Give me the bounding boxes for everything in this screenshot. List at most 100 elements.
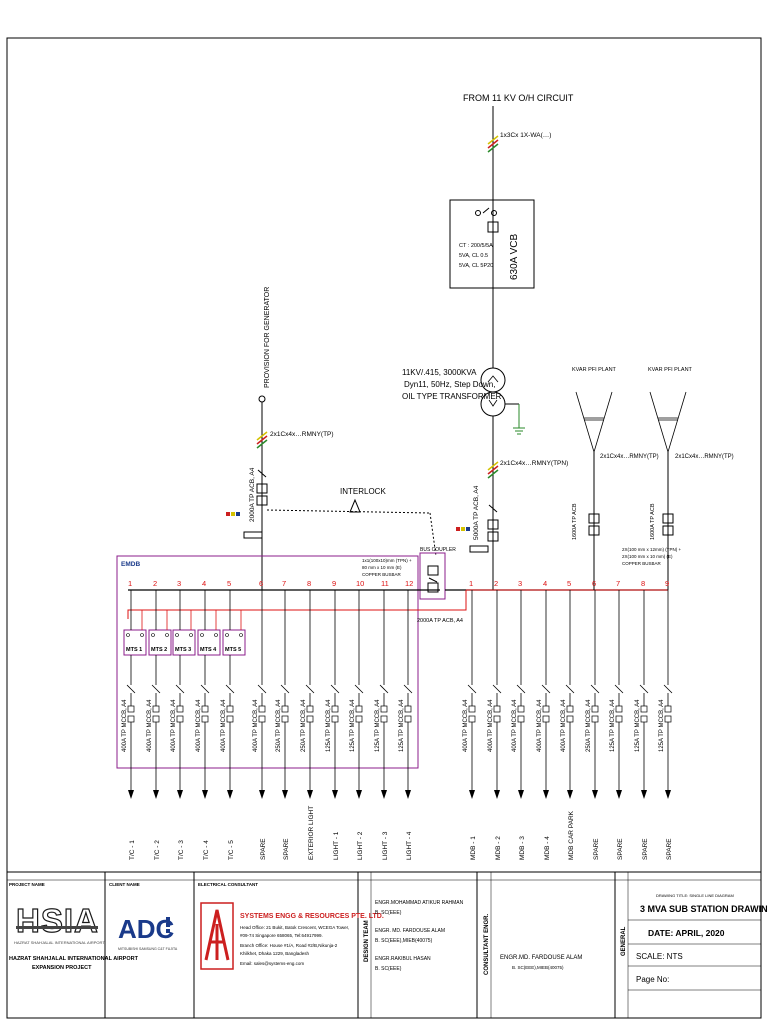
gen-acb-icon — [226, 469, 268, 539]
mccb-switch-icon — [663, 684, 673, 723]
outgoing-arrow-icon — [282, 790, 288, 799]
outgoing-arrow-icon — [543, 790, 549, 799]
consultant-address-2: #09-74 Singapore 658065, Tel:64917999. — [240, 933, 323, 938]
pfi-plant-2: KVAR PFI PLANT 2x1Cx4x…RMNY(TP) 1600A TP… — [648, 367, 734, 590]
right-bus-number: 5 — [567, 579, 571, 588]
busbar-note-left-1: 1x1(100x10)mm (TPN) + — [362, 558, 412, 563]
pfi-plant-1-label: KVAR PFI PLANT — [572, 367, 617, 373]
incoming-cable-mark-icon — [487, 135, 499, 153]
mccb-switch-icon — [305, 684, 315, 723]
mccb-switch-icon — [151, 684, 161, 723]
scale-label: SCALE: NTS — [636, 952, 683, 961]
interlock-label: INTERLOCK — [340, 487, 386, 496]
design-member-1-name: ENGR.MOHAMMAD ATIKUR RAHMAN — [375, 900, 464, 906]
design-member-1-degree: B. SC(EEE) — [375, 910, 402, 916]
mccb-switch-icon — [516, 684, 526, 723]
project-name-label: PROJECT NAME — [9, 882, 45, 887]
left-red-busbar — [127, 590, 467, 619]
vcb-label: 630A VCB — [509, 234, 520, 280]
mccb-switch-icon — [225, 684, 235, 723]
trafo-cable-mark-icon — [487, 461, 499, 479]
outgoing-arrow-icon — [356, 790, 362, 799]
mccb-switch-icon — [175, 684, 185, 723]
left-feeder-load: SPARE — [260, 838, 267, 860]
capacitor-bank-1-icon — [575, 391, 613, 454]
outgoing-arrow-icon — [332, 790, 338, 799]
left-feeder-breaker: 400A TP MCCB, A4 — [221, 699, 227, 752]
mccb-switch-icon — [354, 684, 364, 723]
left-bus-number: 6 — [259, 579, 263, 588]
mts-box-1: MTS 1 — [123, 610, 147, 656]
left-feeder-breaker: 125A TP MCCB, A4 — [399, 699, 405, 752]
consultant-address-5: Email: sales@systems-eng.com — [240, 961, 304, 966]
right-feeder-breaker: 400A TP MCCB, A4 — [537, 699, 543, 752]
left-feeder-breaker: 250A TP MCCB, A4 — [276, 699, 282, 752]
design-member-2-name: ENGR. MD. FARDOUSE ALAM — [375, 928, 445, 934]
project-logo: HSIA — [16, 902, 99, 939]
emdb-label: EMDB — [121, 561, 140, 568]
transformer-spec-1: 11KV/.415, 3000KVA — [402, 368, 477, 377]
mccb-switch-icon — [403, 684, 413, 723]
left-feeder-load: T/C - 5 — [228, 840, 235, 860]
right-feeder-breaker: 400A TP MCCB, A4 — [561, 699, 567, 752]
mts-label: MTS 4 — [200, 647, 217, 653]
right-bus-number: 6 — [592, 579, 596, 588]
mts-label: MTS 3 — [175, 647, 191, 653]
left-bus-number: 1 — [128, 579, 132, 588]
title-block — [6, 871, 762, 1019]
consultant-address-3: Branch Office: House #1/A, Road #2/B,Nik… — [240, 943, 338, 948]
earth-icon — [505, 403, 525, 435]
design-member-2-degree: B. SC(EEE),MIEB(40075) — [375, 938, 433, 944]
left-feeder-breaker: 125A TP MCCB, A4 — [375, 699, 381, 752]
mts-box-2: MTS 2 — [148, 610, 172, 656]
left-feeder-load: T/C - 3 — [178, 840, 185, 860]
consultant-engr-degree: B. SC(EEE),MIEB(40075) — [512, 965, 564, 970]
left-bus-number: 9 — [332, 579, 336, 588]
pfi-plant-2-breaker: 1600A TP ACB — [650, 503, 656, 540]
bus-coupler-label: BUS COUPLER — [420, 547, 456, 553]
pfi-plant-1: KVAR PFI PLANT 2x1Cx4x…RMNY(TP) 1600A TP… — [572, 367, 659, 590]
client-logo-sub: MITSUBISHI SAMSUNG C&T FUJITA — [118, 947, 178, 951]
left-feeder-load: T/C - 4 — [203, 840, 210, 860]
project-name-line-2: EXPANSION PROJECT — [32, 965, 92, 971]
right-bus-number: 9 — [665, 579, 669, 588]
left-feeder-breaker: 400A TP MCCB, A4 — [253, 699, 259, 752]
pfi-plant-2-cable: 2x1Cx4x…RMNY(TP) — [675, 454, 734, 460]
right-feeder-breaker: 400A TP MCCB, A4 — [512, 699, 518, 752]
page-no-label: Page No: — [636, 975, 669, 984]
busbar-note-right-3: COPPER BUSBAR — [622, 561, 662, 566]
mccb-switch-icon — [590, 684, 600, 723]
consultant-address-4: Khilkhet, Dhaka 1229, Bangladesh — [240, 951, 310, 956]
right-bus-number: 1 — [469, 579, 473, 588]
busbar-note-right-1: 2X(100 mm x 12mm) (TPN) + — [622, 547, 682, 552]
left-feeder-load: EXTERIOR LIGHT — [308, 806, 315, 860]
left-feeder-load: SPARE — [283, 838, 290, 860]
mccb-switch-icon — [280, 684, 290, 723]
right-bus-number: 3 — [518, 579, 522, 588]
design-member-3-degree: B. SC(EEE) — [375, 966, 402, 972]
ct-spec-2: 5VA, CL 0.5 — [459, 253, 488, 259]
mccb-switch-icon — [126, 684, 136, 723]
right-bus-number: 7 — [616, 579, 620, 588]
right-feeder-load: SPARE — [593, 838, 600, 860]
mts-label: MTS 5 — [225, 647, 241, 653]
drawing-title-label: DRAWING TITLE: SINGLE LINE DIAGRAM — [656, 893, 734, 898]
mccb-switch-icon — [379, 684, 389, 723]
bus-coupler-box — [419, 552, 446, 600]
capacitor-bank-2-icon — [649, 391, 687, 454]
left-bus-number: 12 — [405, 579, 413, 588]
mccb-switch-icon — [614, 684, 624, 723]
left-feeder-breaker: 400A TP MCCB, A4 — [122, 699, 128, 752]
project-name-line-1: HAZRAT SHAHJALAL INTERNATIONAL AIRPORT — [9, 956, 139, 962]
